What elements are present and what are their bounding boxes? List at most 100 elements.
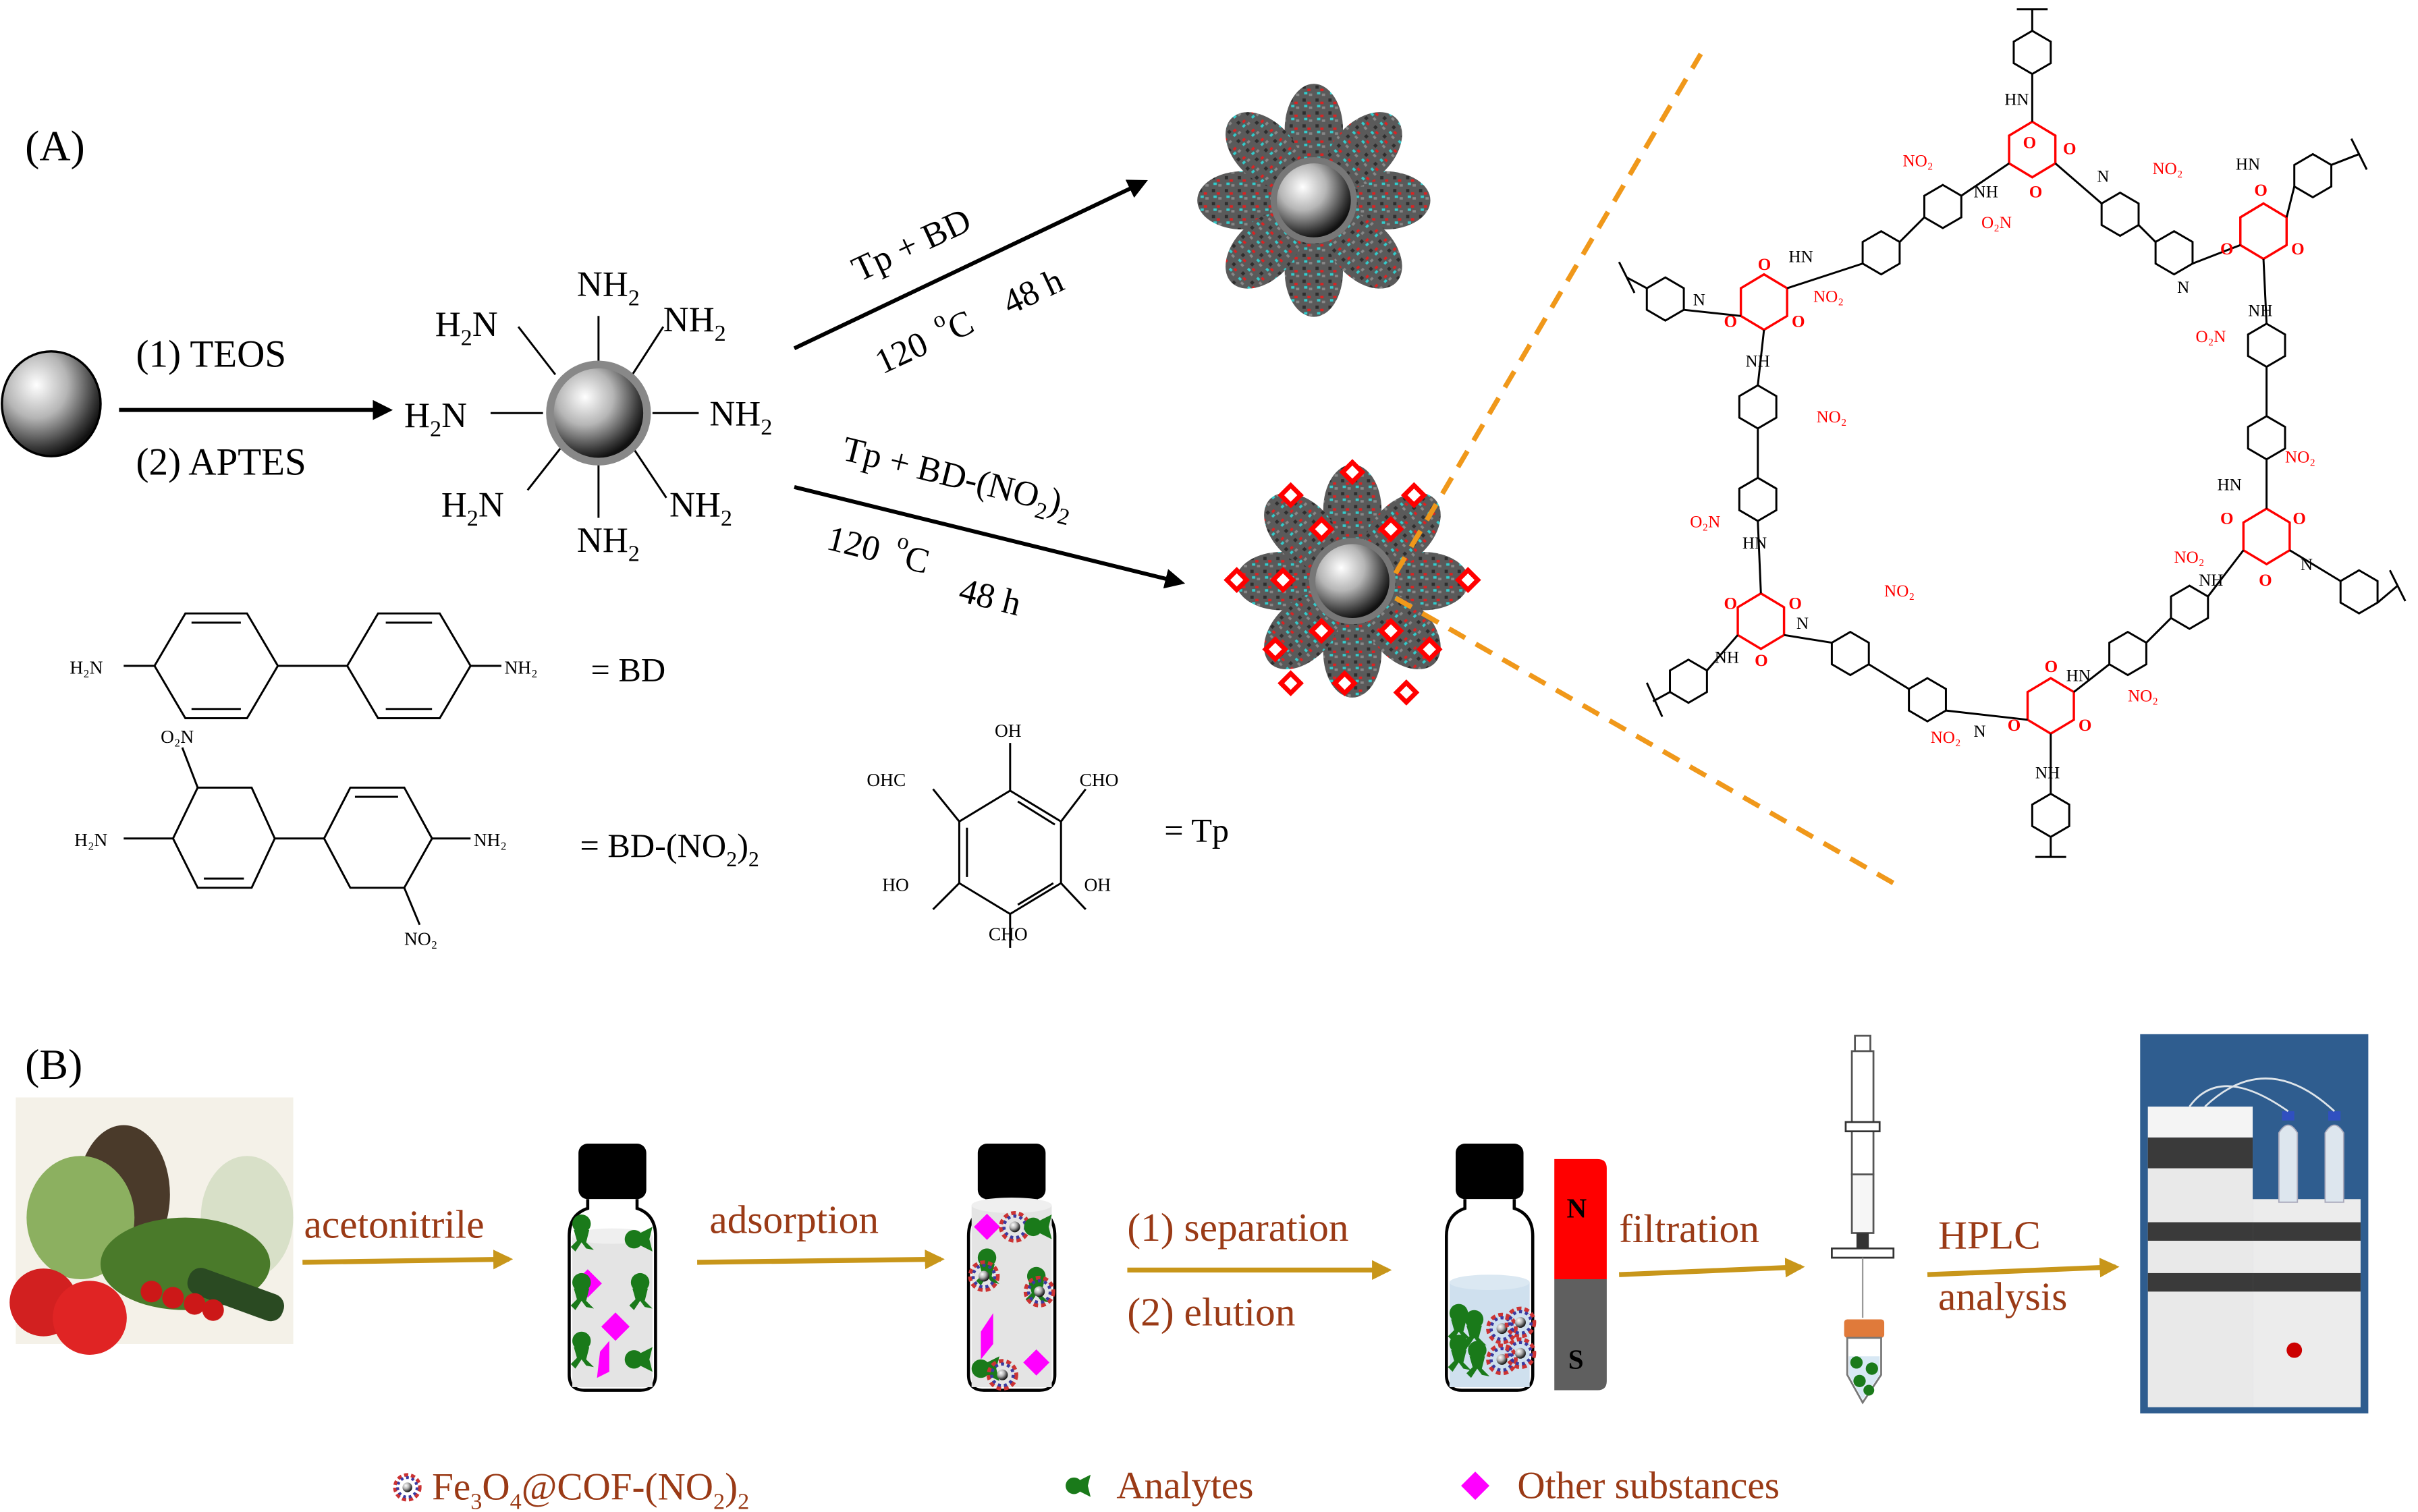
vial-extract: [569, 1144, 655, 1391]
svg-text:HO: HO: [882, 874, 909, 895]
svg-text:NO₂: NO₂: [2174, 549, 2205, 567]
svg-text:NH₂: NH₂: [505, 657, 538, 677]
route-bdno2-arrow: [794, 484, 1186, 589]
svg-text:NH: NH: [2035, 764, 2060, 783]
svg-text:NH2: NH2: [663, 300, 726, 346]
svg-text:HN: HN: [2218, 476, 2242, 494]
svg-text:NO₂: NO₂: [404, 928, 437, 949]
magnet-south-pole: [1554, 1279, 1607, 1391]
step-analysis-label: analysis: [1938, 1275, 2067, 1319]
svg-text:NO₂: NO₂: [2153, 160, 2183, 178]
svg-text:NH: NH: [2248, 302, 2272, 320]
svg-text:O: O: [1792, 312, 1805, 331]
svg-text:O: O: [2292, 510, 2306, 528]
arrow-adsorption: [697, 1250, 945, 1270]
svg-text:OH: OH: [995, 721, 1022, 741]
legend-item-other: Other substances: [1461, 1464, 1780, 1507]
svg-text:H2N: H2N: [435, 305, 498, 351]
svg-text:O₂N: O₂N: [161, 727, 194, 747]
amine-functionalized-particle: NH2 NH2 NH2 NH2 NH2 H2N H2N H2N: [404, 265, 772, 567]
svg-text:O: O: [1755, 652, 1768, 670]
svg-text:NO₂: NO₂: [2285, 448, 2315, 466]
other-substance-diamond-icon: [1461, 1472, 1490, 1501]
step-elution-label: (2) elution: [1127, 1290, 1295, 1335]
bd-no2-structure: H₂N NH₂ O₂N NO₂ = BD-(NO2)2: [74, 727, 759, 949]
svg-text:O: O: [2029, 183, 2043, 201]
svg-text:OH: OH: [1084, 874, 1111, 895]
svg-text:O: O: [1758, 256, 1771, 274]
vial-adsorption: [968, 1144, 1055, 1391]
tp-structure: OH OHC CHO HO OH CHO = Tp: [867, 721, 1229, 948]
svg-text:HN: HN: [1788, 248, 1813, 266]
bd-label: = BD: [590, 651, 665, 689]
svg-text:N: N: [1566, 1193, 1587, 1224]
panel-b-label: (B): [25, 1040, 82, 1088]
arrow-filtration: [1618, 1258, 1805, 1278]
collection-tube: [1844, 1319, 1885, 1405]
legend-item-analytes: Analytes: [1066, 1464, 1253, 1507]
syringe-filter: [1831, 1034, 1895, 1318]
step-separation-label: (1) separation: [1127, 1205, 1348, 1250]
svg-text:H₂N: H₂N: [70, 657, 103, 677]
bd-structure: H₂N NH₂ = BD: [70, 612, 665, 720]
svg-text:O: O: [2079, 717, 2092, 735]
svg-text:H₂N: H₂N: [74, 830, 107, 850]
hplc-instrument-image: [2140, 1034, 2369, 1413]
no2-markers: [1224, 459, 1481, 706]
magnet-north-pole: [1554, 1158, 1607, 1280]
svg-text:O₂N: O₂N: [1690, 513, 1720, 531]
svg-text:N: N: [1693, 291, 1705, 309]
svg-text:NH: NH: [1974, 183, 1998, 201]
arrow-hplc: [1927, 1258, 2120, 1278]
svg-text:NO₂: NO₂: [2128, 687, 2158, 705]
svg-text:N: N: [2177, 279, 2189, 297]
tp-label: = Tp: [1164, 811, 1229, 849]
step1-aptes-label: (2) APTES: [136, 441, 306, 484]
svg-text:N: N: [1796, 615, 1809, 633]
svg-text:HN: HN: [2236, 155, 2260, 173]
svg-text:NH: NH: [1715, 648, 1739, 667]
fe3o4-sphere: [1, 350, 102, 457]
svg-text:N: N: [1974, 723, 1986, 741]
svg-text:O: O: [1788, 594, 1802, 613]
svg-text:NH2: NH2: [577, 521, 640, 567]
svg-text:O: O: [2023, 134, 2037, 152]
svg-text:N: N: [2097, 168, 2109, 186]
legend-analytes-label: Analytes: [1116, 1464, 1253, 1507]
svg-text:S: S: [1568, 1344, 1584, 1375]
svg-text:NH: NH: [1745, 353, 1769, 371]
svg-text:NH2: NH2: [577, 265, 640, 311]
cof-no2-network-structure: O O O O O O O O O O O O O O O O O O NO₂ …: [1618, 8, 2407, 858]
svg-text:Tp + BD-(NO2)2: Tp + BD-(NO2)2: [837, 429, 1077, 530]
svg-text:NO₂: NO₂: [1813, 288, 1844, 306]
svg-text:H2N: H2N: [441, 485, 504, 531]
route-bd-arrow: [793, 179, 1148, 350]
svg-text:NH2: NH2: [669, 485, 732, 531]
magnet: N S: [1554, 1158, 1607, 1391]
svg-text:O: O: [2259, 571, 2272, 590]
svg-text:O: O: [2063, 140, 2077, 158]
svg-text:N: N: [2301, 556, 2313, 574]
panel-a-label: (A): [25, 122, 85, 170]
step-hplc-label: HPLC: [1938, 1212, 2041, 1257]
step1-teos-label: (1) TEOS: [136, 333, 287, 376]
analyte-icon: [1066, 1474, 1091, 1497]
svg-text:NO₂: NO₂: [1931, 729, 1961, 747]
arrow-acetonitrile: [302, 1250, 514, 1270]
svg-text:CHO: CHO: [1080, 770, 1119, 790]
svg-text:O: O: [2291, 240, 2305, 258]
svg-text:NH₂: NH₂: [474, 830, 507, 850]
svg-text:O₂N: O₂N: [1981, 214, 2012, 232]
svg-text:O₂N: O₂N: [2196, 328, 2226, 346]
vegetables-image: [9, 1097, 294, 1355]
legend-other-label: Other substances: [1517, 1464, 1780, 1507]
fe3o4-cof-no2-particle: [1224, 459, 1481, 706]
svg-text:O: O: [1724, 312, 1737, 331]
svg-text:NO₂: NO₂: [1902, 152, 1933, 171]
svg-text:O: O: [2220, 510, 2234, 528]
fe3o4-cof-particle: [1197, 84, 1431, 317]
legend-fe3o4-cof-label: Fe3O4@COF-(NO2)2: [432, 1466, 749, 1512]
route-bdno2-reagents: Tp + BD-(NO2)2: [837, 429, 1077, 530]
svg-text:NH2: NH2: [709, 394, 772, 440]
